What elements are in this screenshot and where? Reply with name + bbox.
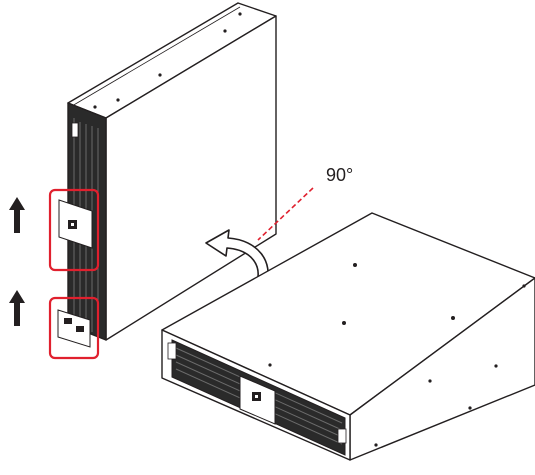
rack-unit bbox=[161, 212, 535, 461]
screw-dot bbox=[342, 321, 346, 325]
screw-dot bbox=[223, 29, 227, 33]
tower-unit bbox=[48, 2, 277, 360]
screw-dot bbox=[451, 316, 455, 320]
tower-lcd-panel bbox=[58, 199, 93, 249]
screw-dot bbox=[116, 98, 120, 102]
screw-dot bbox=[93, 105, 97, 109]
tower-power-button bbox=[71, 122, 79, 138]
screw-dot bbox=[238, 12, 242, 16]
rotation-axis-dashed-line bbox=[257, 187, 314, 241]
screw-dot bbox=[374, 443, 378, 447]
screw-dot bbox=[268, 363, 272, 367]
curved-rotate-arrow-icon bbox=[205, 229, 269, 286]
rack-left-handle bbox=[167, 342, 177, 360]
highlight-box-lower bbox=[48, 296, 100, 360]
screw-dot bbox=[468, 406, 472, 410]
screw-dot bbox=[353, 263, 357, 267]
tower-lower-panel bbox=[57, 309, 91, 348]
up-arrow-icon bbox=[9, 197, 25, 233]
rack-right-handle bbox=[337, 428, 347, 444]
screw-dot bbox=[428, 379, 432, 383]
screw-dot bbox=[522, 284, 526, 288]
rotation-angle-label: 90° bbox=[326, 165, 353, 185]
rack-lcd-panel bbox=[239, 375, 276, 425]
screw-dot bbox=[158, 73, 162, 77]
highlight-box-upper bbox=[48, 188, 100, 272]
screw-dot bbox=[494, 364, 498, 368]
up-arrow-icon bbox=[9, 290, 25, 326]
